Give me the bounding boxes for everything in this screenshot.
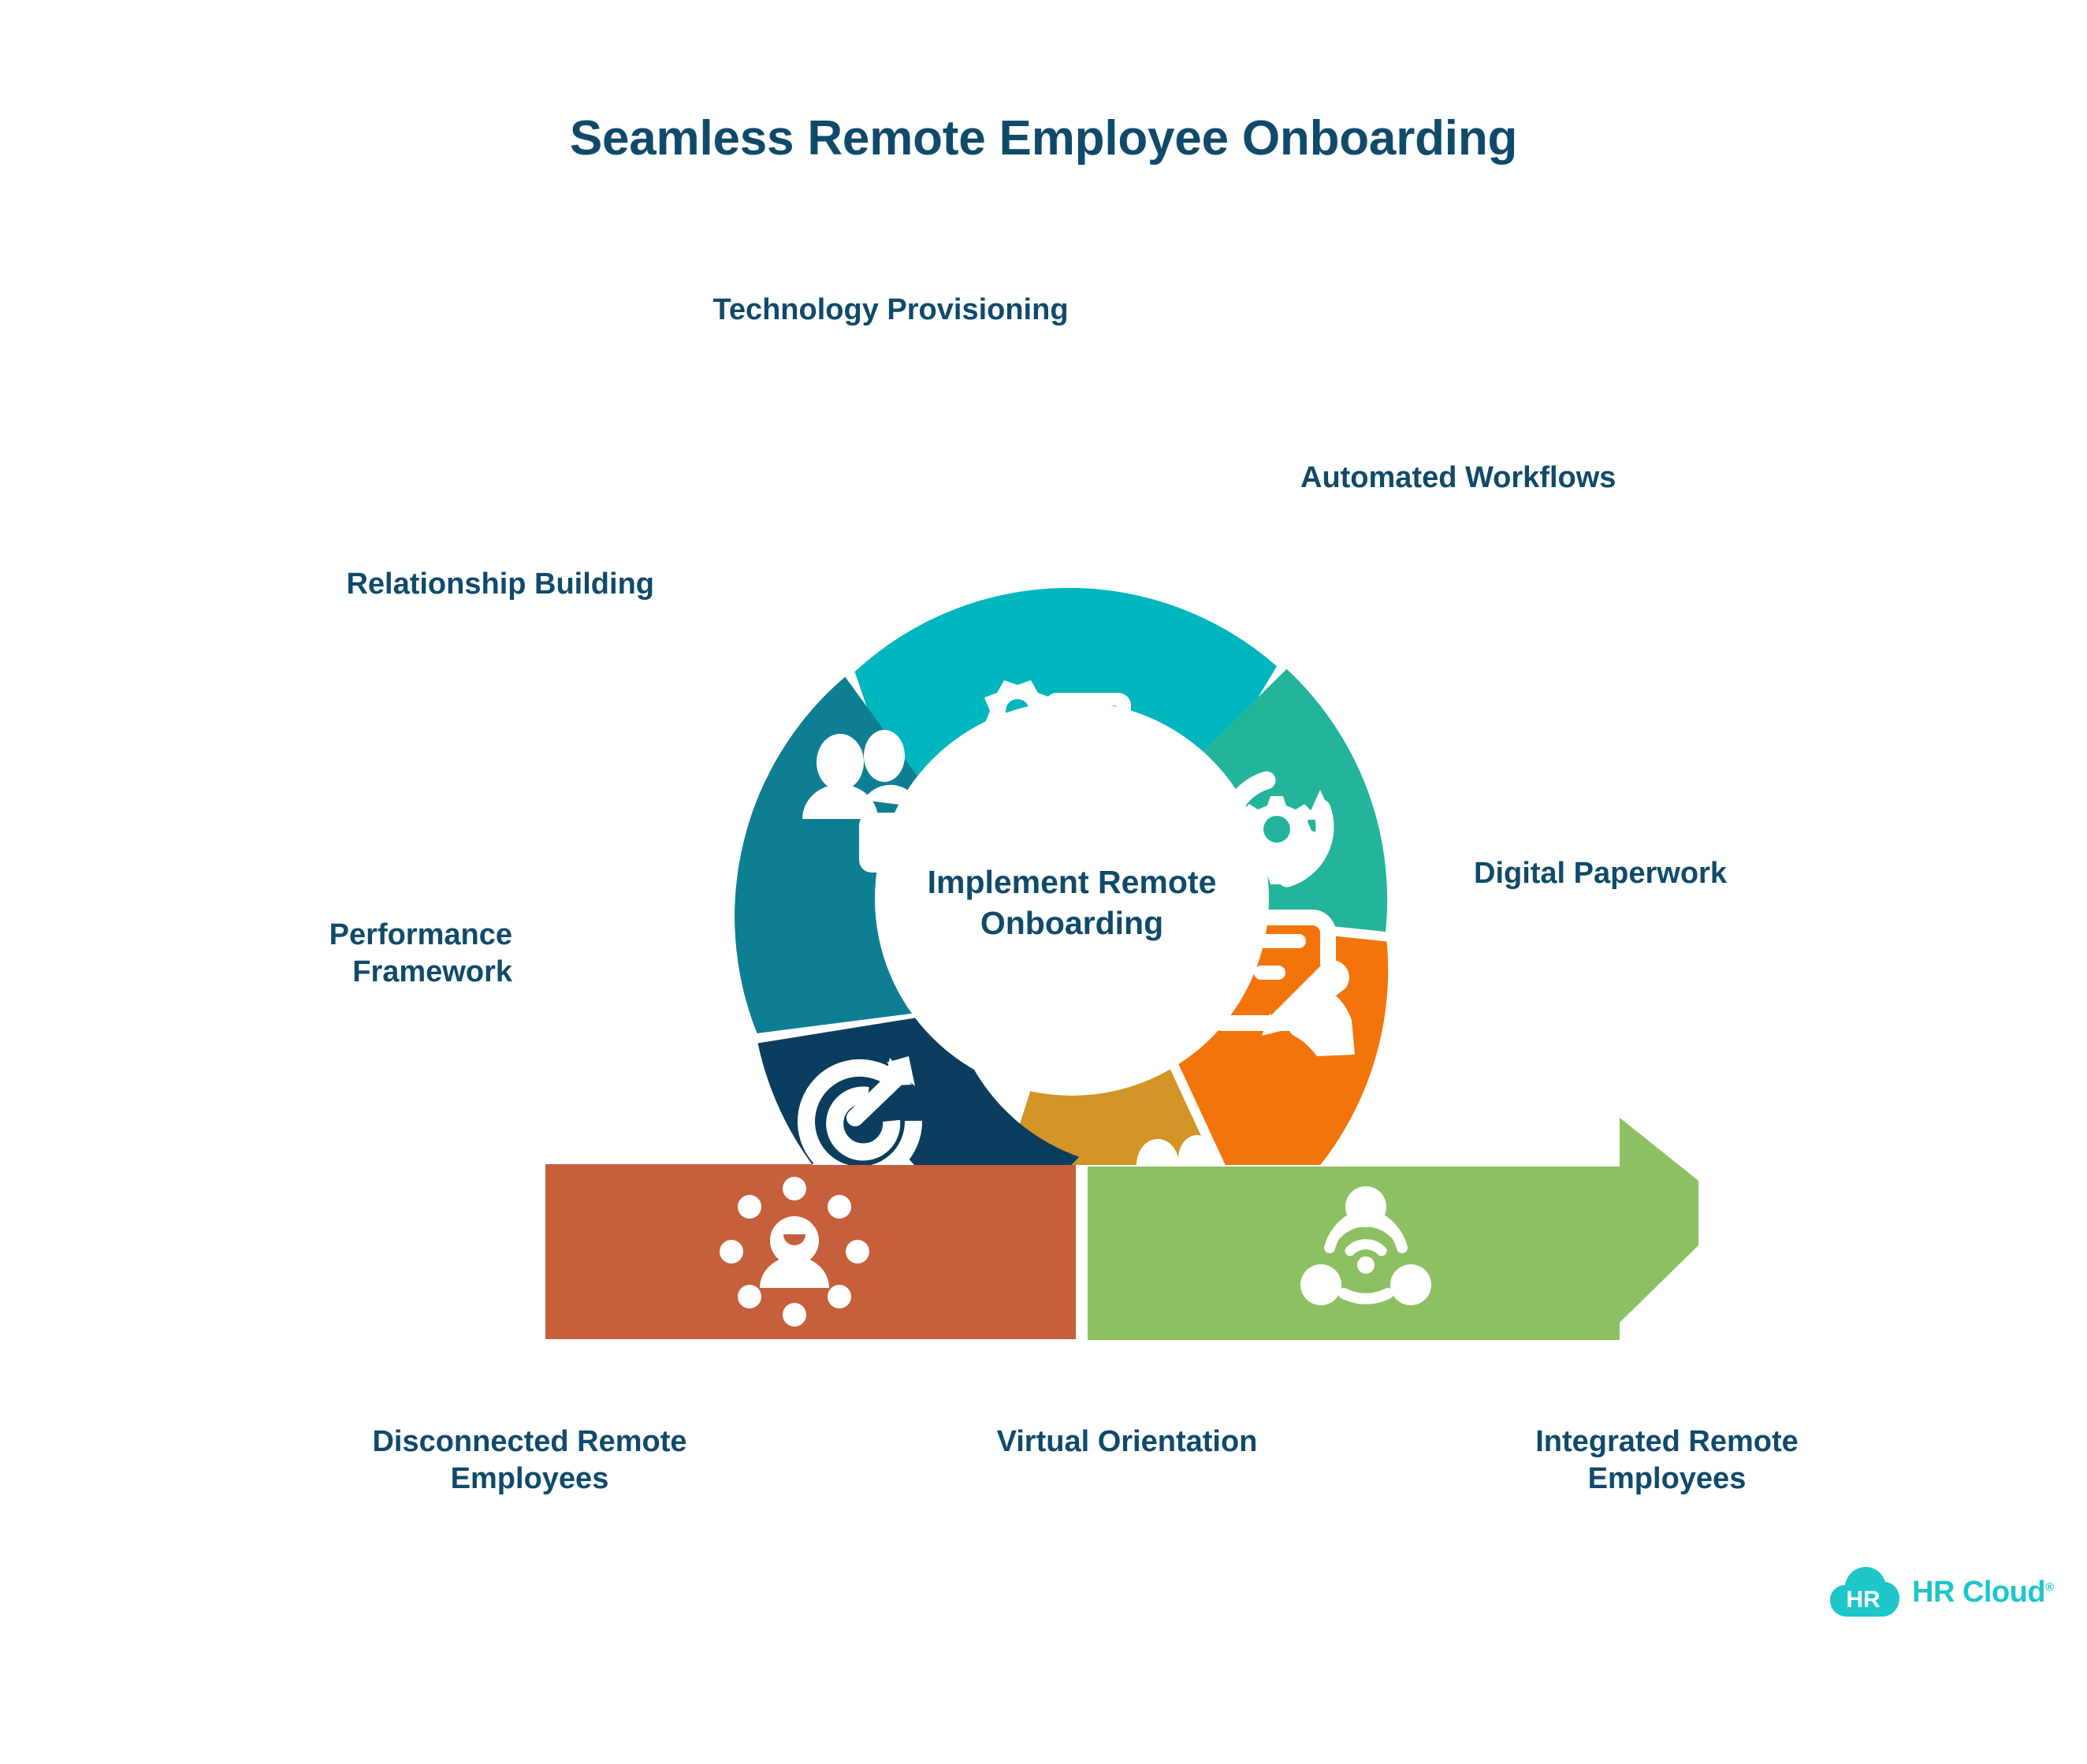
- center-goal-text: Implement Remote Onboarding: [859, 862, 1285, 944]
- label-performance-framework: Performance Framework: [102, 917, 512, 991]
- label-relationship-building: Relationship Building: [346, 568, 654, 601]
- donut-center-hole: [875, 702, 1269, 1096]
- segment-virtual-shape: [1006, 1054, 1215, 1165]
- center-goal-line1: Implement Remote: [927, 864, 1217, 900]
- label-disconnected-line1: Disconnected Remote: [372, 1425, 687, 1458]
- label-technology-provisioning: Technology Provisioning: [712, 293, 1069, 326]
- page-title: Seamless Remote Employee Onboarding: [569, 111, 1518, 166]
- center-goal-line2: Onboarding: [980, 905, 1164, 942]
- hr-cloud-logo[interactable]: HR HR Cloud®: [1828, 1565, 2054, 1620]
- label-disconnected-line2: Employees: [450, 1462, 609, 1496]
- segment-performance-framework[interactable]: [757, 1011, 1080, 1275]
- cloud-icon: HR: [1830, 1567, 1899, 1617]
- label-integrated-line1: Integrated Remote: [1535, 1425, 1799, 1458]
- label-automated-workflows: Automated Workflows: [1300, 461, 1616, 494]
- connected-network-icon: [1300, 1186, 1431, 1305]
- label-integrated-remote-employees: Integrated Remote Employees: [1411, 1423, 1923, 1498]
- hr-cloud-wordmark-text: HR Cloud: [1912, 1575, 2046, 1609]
- label-disconnected-remote-employees: Disconnected Remote Employees: [309, 1423, 750, 1498]
- label-performance-line1: Performance: [329, 918, 512, 951]
- label-integrated-line2: Employees: [1587, 1462, 1747, 1496]
- people-monitor-icon: [1137, 1135, 1216, 1165]
- segment-virtual-orientation[interactable]: [971, 1054, 1263, 1301]
- cloud-icon-text: HR: [1846, 1587, 1881, 1613]
- label-virtual-orientation: Virtual Orientation: [996, 1425, 1258, 1458]
- flow-start-block: [545, 1164, 1076, 1339]
- isolated-person-icon: [720, 1177, 869, 1327]
- trademark-symbol: ®: [2045, 1580, 2054, 1594]
- label-digital-paperwork: Digital Paperwork: [1474, 857, 1727, 890]
- label-performance-line2: Framework: [352, 955, 512, 989]
- flow-end-arrow: [1088, 1118, 1698, 1340]
- target-arrow-icon: [798, 1056, 923, 1165]
- hr-cloud-wordmark: HR Cloud®: [1912, 1576, 2054, 1610]
